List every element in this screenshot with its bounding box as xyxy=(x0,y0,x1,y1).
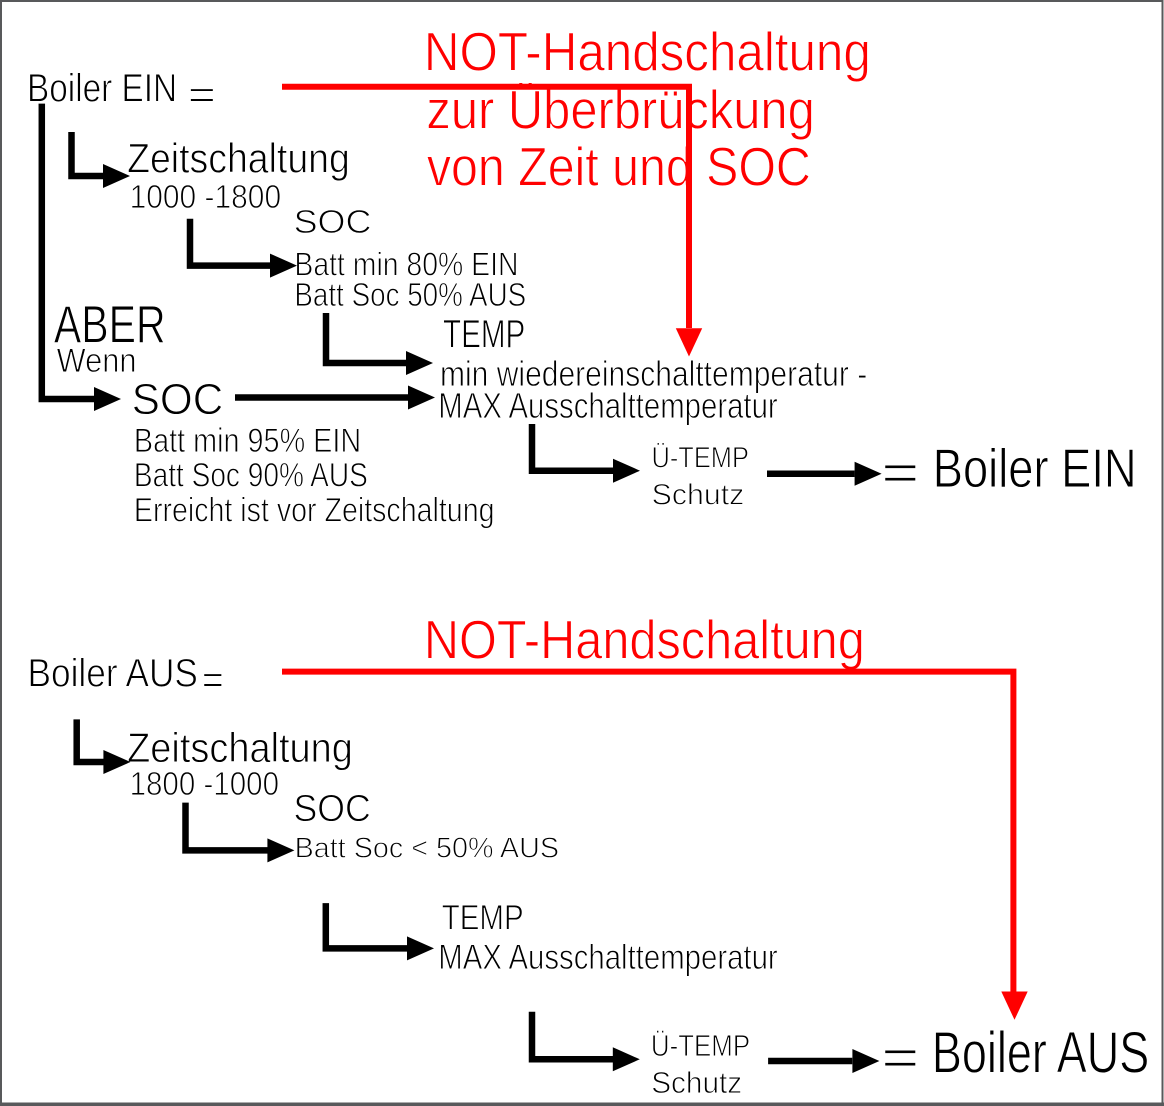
svg-text:ABER: ABER xyxy=(54,295,166,354)
svg-text:=: = xyxy=(188,73,216,117)
svg-text:Ü-TEMP: Ü-TEMP xyxy=(651,1029,750,1063)
svg-text:=: = xyxy=(882,447,920,501)
svg-text:TEMP: TEMP xyxy=(443,313,525,357)
svg-text:Schutz: Schutz xyxy=(652,479,745,512)
svg-text:Batt Soc 90% AUS: Batt Soc 90% AUS xyxy=(134,457,368,495)
svg-text:MAX Ausschalttemperatur: MAX Ausschalttemperatur xyxy=(438,385,777,426)
svg-text:Ü-TEMP: Ü-TEMP xyxy=(652,441,749,474)
svg-text:Boiler EIN: Boiler EIN xyxy=(27,67,177,111)
svg-text:Batt min 95% EIN: Batt min 95% EIN xyxy=(134,422,361,460)
svg-text:Schutz: Schutz xyxy=(651,1066,742,1100)
svg-text:NOT-Handschaltung: NOT-Handschaltung xyxy=(424,608,865,670)
svg-text:SOC: SOC xyxy=(132,375,223,424)
svg-text:Erreicht ist vor Zeitschaltung: Erreicht ist vor Zeitschaltung xyxy=(134,492,495,530)
svg-text:min wiedereinschalttemperatur: min wiedereinschalttemperatur - xyxy=(440,353,867,394)
svg-text:Zeitschaltung: Zeitschaltung xyxy=(127,135,350,182)
svg-text:=: = xyxy=(202,658,224,702)
svg-text:NOT-Handschaltung: NOT-Handschaltung xyxy=(424,21,871,83)
svg-text:von Zeit und SOC: von Zeit und SOC xyxy=(427,135,811,197)
svg-text:Batt Soc < 50% AUS: Batt Soc < 50% AUS xyxy=(295,832,559,864)
svg-text:Boiler EIN: Boiler EIN xyxy=(933,437,1137,499)
svg-text:TEMP: TEMP xyxy=(442,899,524,938)
svg-text:SOC: SOC xyxy=(294,203,372,240)
svg-text:Boiler AUS: Boiler AUS xyxy=(28,652,198,696)
svg-text:Boiler AUS: Boiler AUS xyxy=(932,1021,1149,1086)
svg-text:1000 -1800: 1000 -1800 xyxy=(130,178,282,215)
svg-text:Batt Soc 50% AUS: Batt Soc 50% AUS xyxy=(294,276,526,313)
svg-text:MAX Ausschalttemperatur: MAX Ausschalttemperatur xyxy=(438,938,778,977)
svg-text:1800 -1000: 1800 -1000 xyxy=(130,765,279,802)
svg-text:Zeitschaltung: Zeitschaltung xyxy=(127,724,353,771)
svg-text:Wenn: Wenn xyxy=(57,342,137,380)
svg-text:Batt min 80% EIN: Batt min 80% EIN xyxy=(294,246,518,283)
svg-text:=: = xyxy=(882,1032,920,1086)
svg-text:SOC: SOC xyxy=(294,788,371,830)
